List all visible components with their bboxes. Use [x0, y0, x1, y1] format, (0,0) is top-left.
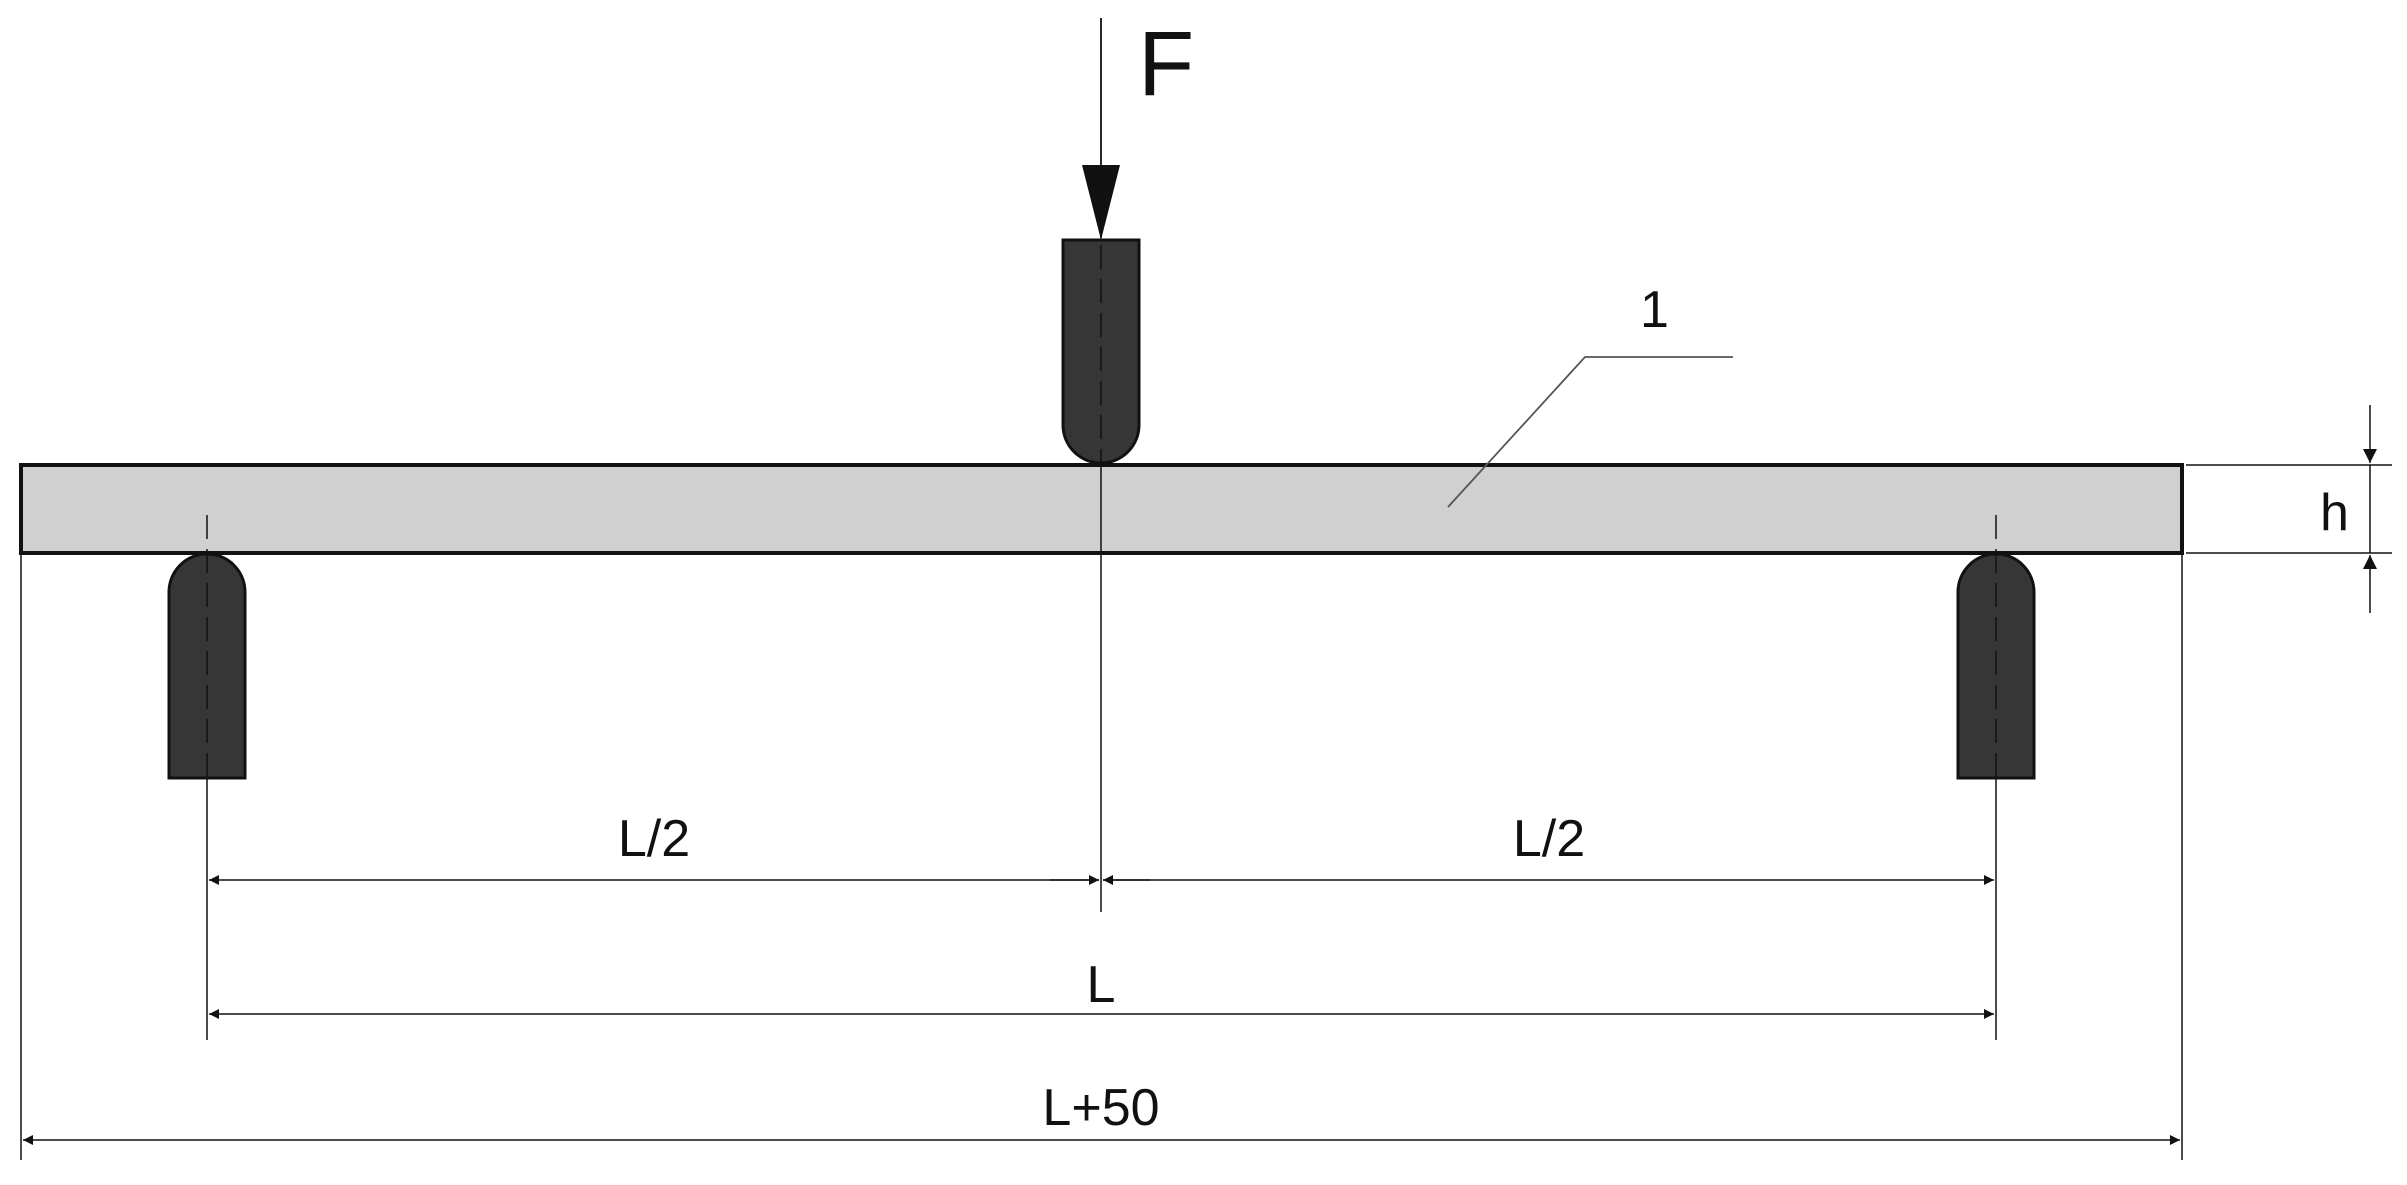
total-length-label: L+50 — [1042, 1079, 1159, 1137]
thickness-label: h — [2320, 484, 2349, 542]
callout-leader-line — [1447, 356, 1733, 508]
force-label: F — [1138, 13, 1194, 115]
half-span-left-label: L/2 — [618, 810, 690, 868]
force-arrowhead — [1082, 165, 1120, 240]
half-span-right-label: L/2 — [1513, 810, 1585, 868]
span-label: L — [1087, 956, 1116, 1014]
callout-label: 1 — [1640, 281, 1669, 339]
